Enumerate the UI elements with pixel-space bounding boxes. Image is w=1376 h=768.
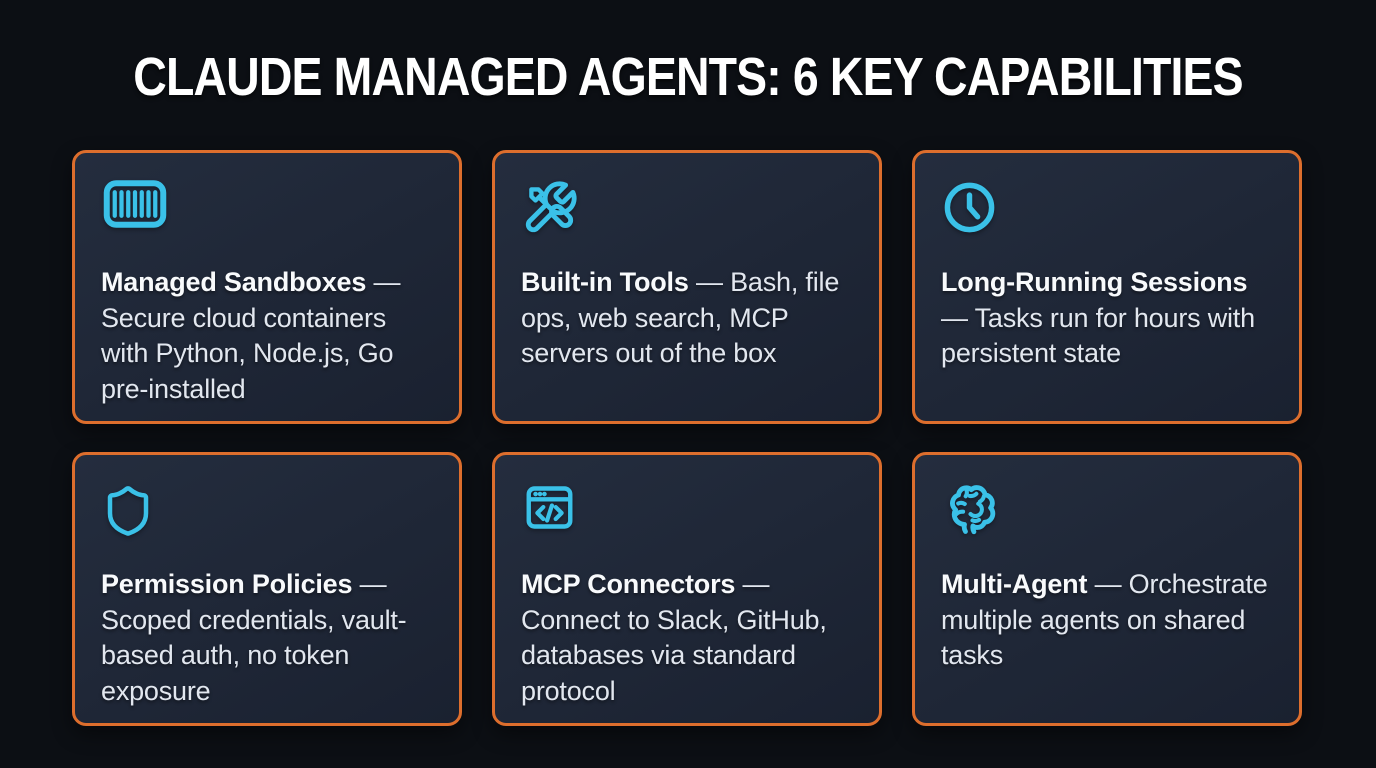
card-title: Multi-Agent xyxy=(941,569,1088,599)
card-text: Multi-Agent — Orchestrate multiple agent… xyxy=(941,567,1273,674)
card-built-in-tools: Built-in Tools — Bash, file ops, web sea… xyxy=(492,150,882,424)
shield-icon xyxy=(101,481,433,539)
card-title: MCP Connectors xyxy=(521,569,736,599)
card-description: — Connect to Slack, GitHub, databases vi… xyxy=(521,569,827,706)
card-title: Built-in Tools xyxy=(521,267,689,297)
page-title: CLAUDE MANAGED AGENTS: 6 KEY CAPABILITIE… xyxy=(133,47,1243,107)
card-text: MCP Connectors — Connect to Slack, GitHu… xyxy=(521,567,853,710)
brain-icon xyxy=(941,481,1273,539)
tools-icon xyxy=(521,179,853,237)
card-permission-policies: Permission Policies — Scoped credentials… xyxy=(72,452,462,726)
clock-icon xyxy=(941,179,1273,237)
card-description: — Tasks run for hours with persistent st… xyxy=(941,302,1255,369)
card-description: — Scoped credentials, vault-based auth, … xyxy=(101,569,407,706)
card-title: Long-Running Sessions xyxy=(941,267,1248,297)
card-text: Managed Sandboxes — Secure cloud contain… xyxy=(101,265,433,408)
card-long-running-sessions: Long-Running Sessions — Tasks run for ho… xyxy=(912,150,1302,424)
container-icon xyxy=(101,179,433,237)
card-text: Long-Running Sessions — Tasks run for ho… xyxy=(941,265,1273,372)
card-mcp-connectors: MCP Connectors — Connect to Slack, GitHu… xyxy=(492,452,882,726)
card-managed-sandboxes: Managed Sandboxes — Secure cloud contain… xyxy=(72,150,462,424)
card-description: — Orchestrate multiple agents on shared … xyxy=(941,569,1268,671)
cards-grid: Managed Sandboxes — Secure cloud contain… xyxy=(72,150,1302,726)
card-description: — Bash, file ops, web search, MCP server… xyxy=(521,267,840,369)
card-description: — Secure cloud containers with Python, N… xyxy=(101,267,401,404)
card-multi-agent: Multi-Agent — Orchestrate multiple agent… xyxy=(912,452,1302,726)
browser-code-icon xyxy=(521,481,853,539)
card-title: Permission Policies xyxy=(101,569,353,599)
card-text: Built-in Tools — Bash, file ops, web sea… xyxy=(521,265,853,372)
card-text: Permission Policies — Scoped credentials… xyxy=(101,567,433,710)
card-title: Managed Sandboxes xyxy=(101,267,367,297)
